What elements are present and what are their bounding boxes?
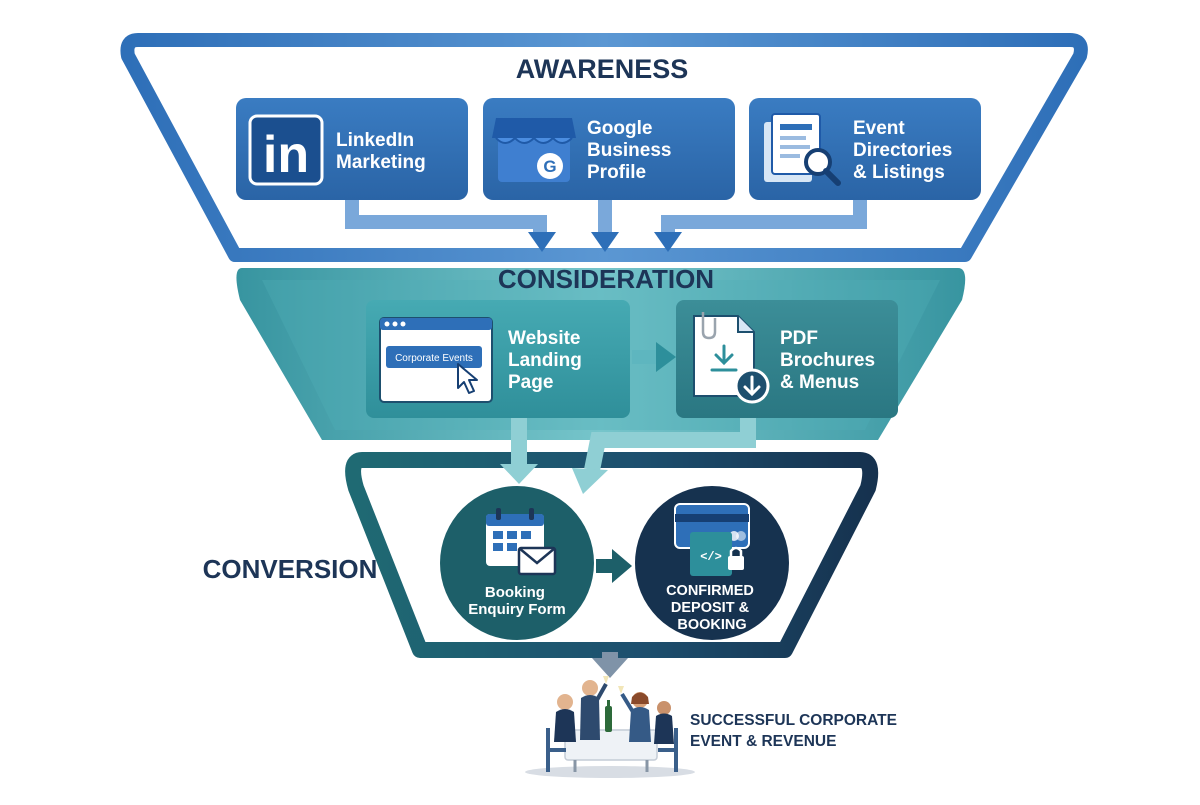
circle-label-line: DEPOSIT &	[671, 600, 750, 616]
awareness-arrowheads	[528, 232, 682, 252]
card-event-directories[interactable]: Event Directories & Listings	[749, 98, 981, 200]
svg-text:SUCCESSFUL CORPORATE EVENT: SUCCESSFUL CORPORATE EVENT & REVENUE	[690, 712, 901, 750]
outcome-label-line: EVENT & REVENUE	[690, 733, 836, 750]
funnel-exit-arrow	[592, 652, 628, 678]
card-pdf-brochures[interactable]: PDF Brochures & Menus	[676, 300, 898, 418]
storefront-icon: G	[492, 118, 576, 182]
circle-confirmed-deposit-booking[interactable]: </> CONFIRMED DEPOSIT & BOOKING	[635, 486, 789, 640]
card-label-line: Profile	[587, 162, 646, 183]
calendar-mail-icon	[486, 508, 557, 576]
card-google-business-profile[interactable]: G Google Business Profile	[483, 98, 735, 200]
linkedin-logo-icon: in	[248, 114, 324, 186]
circle-booking-enquiry-form[interactable]: Booking Enquiry Form	[440, 486, 594, 640]
svg-text:CONFIRMED DEPOSIT &: CONFIRMED DEPOSIT & BOOKING	[666, 583, 758, 633]
stage-title-conversion: CONVERSION	[203, 554, 378, 584]
card-label-line: Google	[587, 118, 652, 139]
conversion-funnel-frame	[345, 452, 879, 658]
card-label-line: Website	[508, 328, 581, 349]
card-linkedin-marketing[interactable]: in LinkedIn Marketing	[236, 98, 468, 200]
card-website-landing-page[interactable]: Corporate Events Website Landing Page	[366, 300, 630, 418]
document-search-icon	[764, 113, 841, 186]
card-label-line: Directories	[853, 140, 952, 161]
card-label-line: Event	[853, 118, 905, 139]
card-label-line: Marketing	[336, 152, 426, 173]
stage-title-awareness: AWARENESS	[516, 54, 689, 84]
circle-label-line: Enquiry Form	[468, 601, 566, 618]
payment-card-icon: </>	[674, 503, 750, 576]
card-label-line: & Menus	[780, 372, 859, 393]
consideration-arrows	[500, 418, 756, 494]
arrow-website-to-pdf	[632, 342, 676, 372]
svg-text:Booking Enquiry Form: Booking Enquiry Form	[468, 584, 566, 618]
svg-text:PDF Brochures & Me: PDF Brochures & Menus	[780, 328, 880, 393]
stage-title-consideration: CONSIDERATION	[498, 264, 714, 294]
code-glyph: </>	[700, 550, 722, 564]
arrow-enquiry-to-booking	[596, 549, 632, 583]
card-label-line: PDF	[780, 328, 818, 349]
pdf-download-icon	[693, 312, 770, 404]
awareness-arrows	[345, 200, 867, 236]
circle-label-line: Booking	[485, 584, 545, 601]
card-label-line: Business	[587, 140, 671, 161]
celebration-dinner-icon	[525, 676, 695, 778]
svg-text:Website Landing Pa: Website Landing Page	[508, 328, 587, 393]
card-label-line: Page	[508, 372, 553, 393]
linkedin-logo-text: in	[263, 126, 309, 184]
circle-label-line: BOOKING	[677, 617, 746, 633]
corporate-events-button-text: Corporate Events	[395, 353, 473, 364]
circle-label-line: CONFIRMED	[666, 583, 754, 599]
outcome-label-line: SUCCESSFUL CORPORATE	[690, 712, 897, 729]
card-label-line: & Listings	[853, 162, 945, 183]
google-logo-text: G	[543, 157, 556, 176]
card-label-line: Brochures	[780, 350, 875, 371]
card-label-line: Landing	[508, 350, 582, 371]
svg-text:Event Directories: Event Directories & Listings	[853, 118, 958, 183]
svg-text:LinkedIn Marketing: LinkedIn Marketing	[336, 130, 426, 173]
svg-text:Google Business Pr: Google Business Profile	[587, 118, 677, 183]
browser-window-icon: Corporate Events	[379, 317, 493, 403]
card-label-line: LinkedIn	[336, 130, 414, 151]
